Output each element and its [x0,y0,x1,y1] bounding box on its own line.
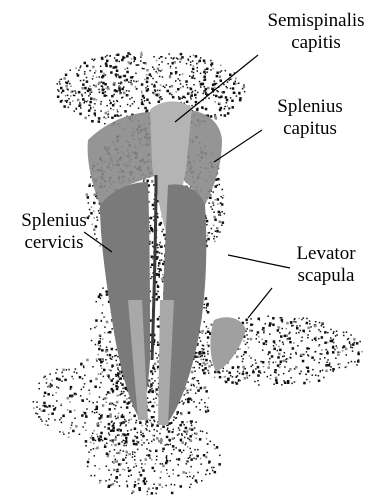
levator-scapula [210,317,246,372]
label-splenius-capitus: Splenius capitus [262,96,358,140]
leader-semispinalis [175,55,258,122]
label-levator-scapula: Levator scapula [288,243,364,287]
label-semispinalis-line2: capitis [254,32,378,54]
label-splenius-cervicis: Splenius cervicis [14,210,94,254]
label-splenius-cervicis-line1: Splenius [14,210,94,232]
label-semispinalis-line1: Semispinalis [254,10,378,32]
label-levator-line1: Levator [288,243,364,265]
label-splenius-cervicis-line2: cervicis [14,232,94,254]
label-levator-line2: scapula [288,265,364,287]
label-splenius-capitus-line2: capitus [262,118,358,140]
label-splenius-capitus-line1: Splenius [262,96,358,118]
muscles [88,101,246,425]
leader-levator-2 [248,288,272,318]
label-semispinalis-capitis: Semispinalis capitis [254,10,378,54]
leader-levator-1 [228,255,290,268]
